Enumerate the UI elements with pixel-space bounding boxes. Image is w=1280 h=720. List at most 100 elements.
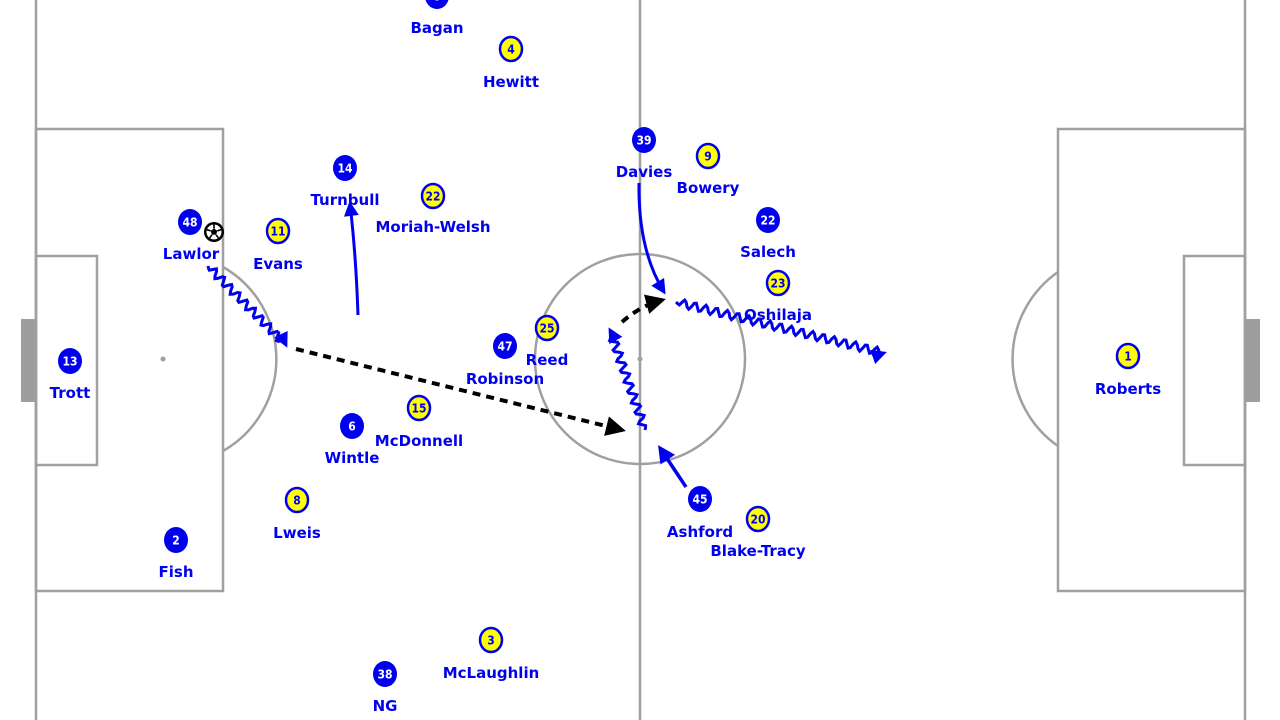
- player-marker: [265, 217, 291, 245]
- player-number: 47: [497, 340, 512, 354]
- player-marker: [178, 209, 202, 235]
- player-number: 25: [539, 322, 554, 336]
- left-penalty-spot: [160, 356, 166, 362]
- run-arrow: [658, 445, 688, 488]
- player-number: 45: [692, 493, 707, 507]
- player-name: Lawlor: [163, 245, 220, 263]
- dribble-arrow: [206, 265, 288, 348]
- player-name: McDonnell: [375, 432, 463, 450]
- player-number: 13: [62, 355, 77, 369]
- player-marker: [745, 505, 771, 533]
- player-marker: [765, 269, 791, 297]
- player-marker: [632, 127, 656, 153]
- right-penalty-arc: [1011, 270, 1059, 448]
- player-marker: [420, 182, 446, 210]
- player-marker: [164, 527, 188, 553]
- center-circle: [533, 252, 747, 466]
- player-name: Trott: [50, 384, 91, 402]
- player-name: McLaughlin: [443, 664, 540, 682]
- player-marker: [406, 394, 432, 422]
- player-number: 48: [182, 216, 197, 230]
- player-marker: [284, 486, 310, 514]
- player-name: Oshilaja: [744, 306, 812, 324]
- player-marker: [425, 0, 449, 9]
- player-number: 1: [1124, 350, 1132, 364]
- player-name: Ashford: [667, 523, 733, 541]
- player-number: 22: [760, 214, 775, 228]
- player-name: NG: [373, 697, 398, 715]
- left-penalty-arc: [222, 265, 278, 453]
- left-goal: [21, 319, 36, 402]
- player-number: 4: [507, 43, 515, 57]
- player-name: Fish: [159, 563, 194, 581]
- player-number: 8: [293, 494, 301, 508]
- player-name: Robinson: [466, 370, 544, 388]
- ball-icon: [204, 222, 224, 242]
- right-goal-area: [1182, 254, 1247, 467]
- player-name: Roberts: [1095, 380, 1161, 398]
- player-marker: [333, 155, 357, 181]
- player-number: 38: [377, 668, 392, 682]
- player-number: 3: [487, 634, 495, 648]
- right-goal: [1245, 319, 1260, 402]
- player-marker: [688, 486, 712, 512]
- player-number: 2: [172, 534, 180, 548]
- player-number: 23: [770, 277, 785, 291]
- player-marker: [695, 142, 721, 170]
- player-name: Moriah-Welsh: [375, 218, 490, 236]
- player-name: Turnbull: [310, 191, 379, 209]
- player-bagan: 8Bagan: [410, 0, 464, 37]
- player-name: Lweis: [273, 524, 321, 542]
- player-name: Bagan: [410, 19, 463, 37]
- player-number: 14: [337, 162, 353, 176]
- pass-arrow: [620, 294, 666, 324]
- player-number: 6: [348, 420, 356, 434]
- player-name: Salech: [740, 243, 796, 261]
- player-number: 22: [425, 190, 440, 204]
- right-penalty-area: [1056, 127, 1247, 593]
- player-name: Wintle: [325, 449, 380, 467]
- player-marker: [756, 207, 780, 233]
- player-marker: [340, 413, 364, 439]
- player-number: 11: [270, 225, 285, 239]
- player-marker: [1115, 342, 1141, 370]
- player-name: Blake-Tracy: [710, 542, 805, 560]
- player-name: Hewitt: [483, 73, 539, 91]
- player-marker: [373, 661, 397, 687]
- dribble-arrow: [674, 297, 887, 365]
- player-number: 9: [704, 150, 712, 164]
- center-spot: [637, 356, 643, 362]
- player-marker: [58, 348, 82, 374]
- player-number: 8: [433, 0, 441, 4]
- player-name: Reed: [526, 351, 569, 369]
- player-marker: [498, 35, 524, 63]
- run-arrow: [343, 201, 360, 316]
- dribble-arrow: [607, 327, 648, 431]
- player-marker: [478, 626, 504, 654]
- player-name: Bowery: [677, 179, 740, 197]
- player-number: 15: [411, 402, 426, 416]
- player-number: 20: [750, 513, 765, 527]
- player-number: 39: [636, 134, 651, 148]
